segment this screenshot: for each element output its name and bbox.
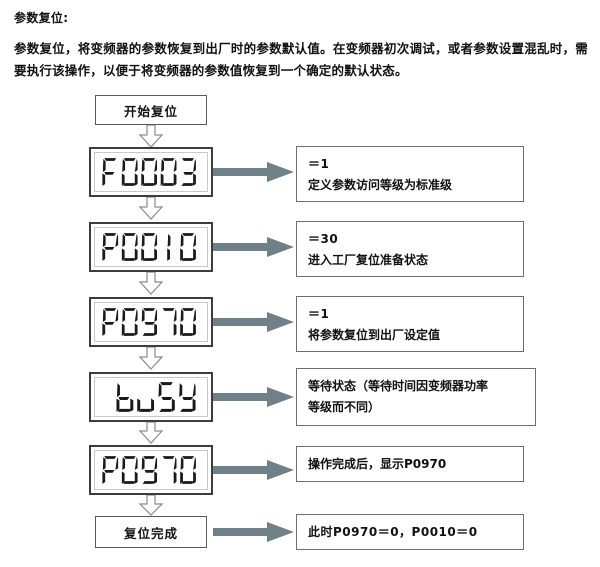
right-block-arrow-icon (213, 387, 294, 407)
connector-step-3-to-step-4 (138, 347, 164, 370)
connector-step-5-to-note-5 (213, 460, 295, 480)
note-desc-step-2: 进入工厂复位准备状态 (308, 253, 429, 267)
lcd-display-step-3 (89, 297, 213, 347)
lcd-display-step-5 (89, 445, 213, 495)
seven-segment-text-p0010 (102, 233, 196, 261)
connector-step-1-to-note-1 (213, 162, 295, 182)
down-block-arrow-icon (138, 272, 164, 295)
right-block-arrow-icon (213, 460, 294, 480)
down-block-arrow-icon (138, 495, 164, 516)
flow-end-box: 复位完成 (95, 516, 207, 548)
note-value-end: 此时P0970＝0，P0010＝0 (308, 524, 478, 539)
right-block-arrow-icon (213, 312, 294, 332)
seven-segment-text-busy (116, 382, 196, 412)
down-block-arrow-icon (138, 347, 164, 370)
lcd-screen-step-4 (94, 377, 208, 417)
note-box-step-1: ＝1 定义参数访问等级为标准级 (296, 146, 524, 202)
seven-segment-text-f0003 (102, 158, 196, 186)
connector-step-4-to-step-5 (138, 422, 164, 444)
seven-segment-text-p0970-final (102, 456, 196, 484)
down-block-arrow-icon (138, 125, 164, 148)
note-value-step-4: 等待状态（等待时间因变频器功率 (308, 379, 489, 393)
note-desc-step-3: 将参数复位到出厂设定值 (308, 328, 441, 342)
down-block-arrow-icon (138, 422, 164, 444)
intro-paragraph: 参数复位，将变频器的参数恢复到出厂时的参数默认值。在变频器初次调试，或者参数设置… (14, 41, 588, 78)
lcd-screen-step-3 (94, 302, 208, 342)
page-title: 参数复位: (14, 11, 69, 25)
lcd-screen-step-5 (94, 450, 208, 490)
note-value-step-2: ＝30 (308, 232, 339, 246)
down-block-arrow-icon (138, 197, 164, 220)
connector-step-4-to-note-4 (213, 387, 295, 407)
right-block-arrow-icon (213, 522, 294, 542)
connector-end-to-note (213, 522, 295, 542)
connector-step-3-to-note-3 (213, 312, 295, 332)
note-box-step-2: ＝30 进入工厂复位准备状态 (296, 221, 524, 277)
note-value-step-3: ＝1 (308, 307, 330, 321)
note-desc-step-4: 等级而不同） (308, 400, 381, 414)
right-block-arrow-icon (213, 237, 294, 257)
lcd-display-step-4 (89, 372, 213, 422)
lcd-screen-step-1 (94, 152, 208, 192)
note-value-step-1: ＝1 (308, 157, 330, 171)
connector-step-2-to-step-3 (138, 272, 164, 295)
lcd-screen-step-2 (94, 227, 208, 267)
connector-step-5-to-end (138, 495, 164, 516)
flow-end-label: 复位完成 (123, 525, 178, 541)
note-value-step-5: 操作完成后，显示P0970 (308, 456, 447, 471)
lcd-display-step-1 (89, 147, 213, 197)
note-box-step-4: 等待状态（等待时间因变频器功率 等级而不同） (296, 368, 536, 426)
seven-segment-text-p0970 (102, 308, 196, 336)
note-desc-step-1: 定义参数访问等级为标准级 (308, 178, 453, 192)
note-box-end: 此时P0970＝0，P0010＝0 (296, 514, 524, 550)
connector-start-to-step-1 (138, 125, 164, 148)
lcd-display-step-2 (89, 222, 213, 272)
note-box-step-3: ＝1 将参数复位到出厂设定值 (296, 296, 524, 352)
flow-start-box: 开始复位 (95, 95, 207, 125)
connector-step-2-to-note-2 (213, 237, 295, 257)
right-block-arrow-icon (213, 162, 294, 182)
note-box-step-5: 操作完成后，显示P0970 (296, 446, 524, 482)
flow-start-label: 开始复位 (123, 103, 178, 119)
connector-step-1-to-step-2 (138, 197, 164, 220)
